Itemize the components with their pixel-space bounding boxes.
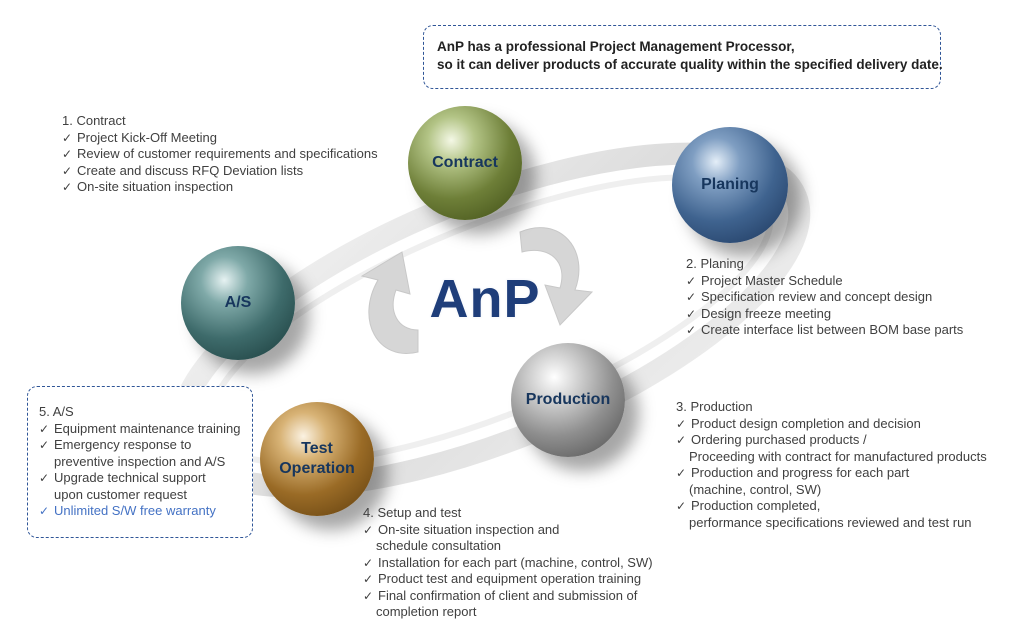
arrow-upper	[519, 227, 594, 326]
list-item: Final confirmation of client and submiss…	[363, 588, 653, 605]
list-item: Production and progress for each part	[676, 465, 987, 482]
center-title: AnP	[429, 269, 541, 329]
as-details-title: 5. A/S	[39, 404, 74, 419]
stage-as-label: A/S	[224, 294, 252, 311]
list-item: Project Master Schedule	[686, 273, 963, 290]
setup-test-details: 4. Setup and test On-site situation insp…	[363, 505, 653, 621]
stage-production-label: Production	[525, 391, 611, 408]
list-item: On-site situation inspection and	[363, 522, 653, 539]
stage-as: A/S	[181, 246, 295, 360]
stage-contract-label: Contract	[432, 154, 498, 171]
planing-details-title: 2. Planing	[686, 256, 744, 271]
production-details-title: 3. Production	[676, 399, 753, 414]
list-item: On-site situation inspection	[62, 179, 378, 196]
contract-details-title: 1. Contract	[62, 113, 126, 128]
list-item-continuation: Proceeding with contract for manufacture…	[689, 448, 987, 464]
arrow-lower	[360, 251, 419, 354]
list-item: Review of customer requirements and spec…	[62, 146, 378, 163]
summary-note: AnP has a professional Project Managemen…	[423, 25, 943, 89]
list-item: Ordering purchased products /	[676, 432, 987, 449]
list-item-continuation: preventive inspection and A/S	[54, 453, 226, 469]
list-item: Product test and equipment operation tra…	[363, 571, 653, 588]
list-item: Upgrade technical support	[39, 470, 240, 487]
list-item: Equipment maintenance training	[39, 421, 240, 438]
list-item: Specification review and concept design	[686, 289, 963, 306]
list-item: Product design completion and decision	[676, 416, 987, 433]
summary-line-2: so it can deliver products of accurate q…	[437, 57, 943, 72]
stage-contract: Contract	[408, 106, 522, 220]
stage-test-label-line2: Operation	[279, 460, 355, 477]
list-item-continuation: schedule consultation	[376, 538, 502, 553]
stage-planing-label: Planing	[701, 176, 759, 193]
as-details: 5. A/S Equipment maintenance training Em…	[39, 404, 240, 520]
stage-planing: Planing	[672, 127, 788, 243]
list-item-continuation: completion report	[376, 604, 477, 619]
list-item-highlight: Unlimited S/W free warranty	[39, 503, 240, 520]
list-item: Project Kick-Off Meeting	[62, 130, 378, 147]
list-item-continuation: performance specifications reviewed and …	[689, 514, 972, 530]
stage-production: Production	[511, 343, 625, 457]
stage-test-label-line1: Test	[301, 440, 333, 457]
list-item: Production completed,	[676, 498, 987, 515]
list-item: Create and discuss RFQ Deviation lists	[62, 163, 378, 180]
list-item-continuation: upon customer request	[54, 486, 187, 502]
list-item: Installation for each part (machine, con…	[363, 555, 653, 572]
list-item: Design freeze meeting	[686, 306, 963, 323]
list-item: Emergency response to	[39, 437, 240, 454]
stage-test-operation: Test Operation	[260, 402, 374, 516]
setup-test-details-title: 4. Setup and test	[363, 505, 462, 520]
list-item-continuation: (machine, control, SW)	[689, 481, 822, 497]
planing-details: 2. Planing Project Master Schedule Speci…	[686, 256, 963, 339]
contract-details: 1. Contract Project Kick-Off Meeting Rev…	[62, 113, 378, 196]
production-details: 3. Production Product design completion …	[676, 399, 987, 531]
list-item: Create interface list between BOM base p…	[686, 322, 963, 339]
summary-line-1: AnP has a professional Project Managemen…	[437, 39, 795, 54]
